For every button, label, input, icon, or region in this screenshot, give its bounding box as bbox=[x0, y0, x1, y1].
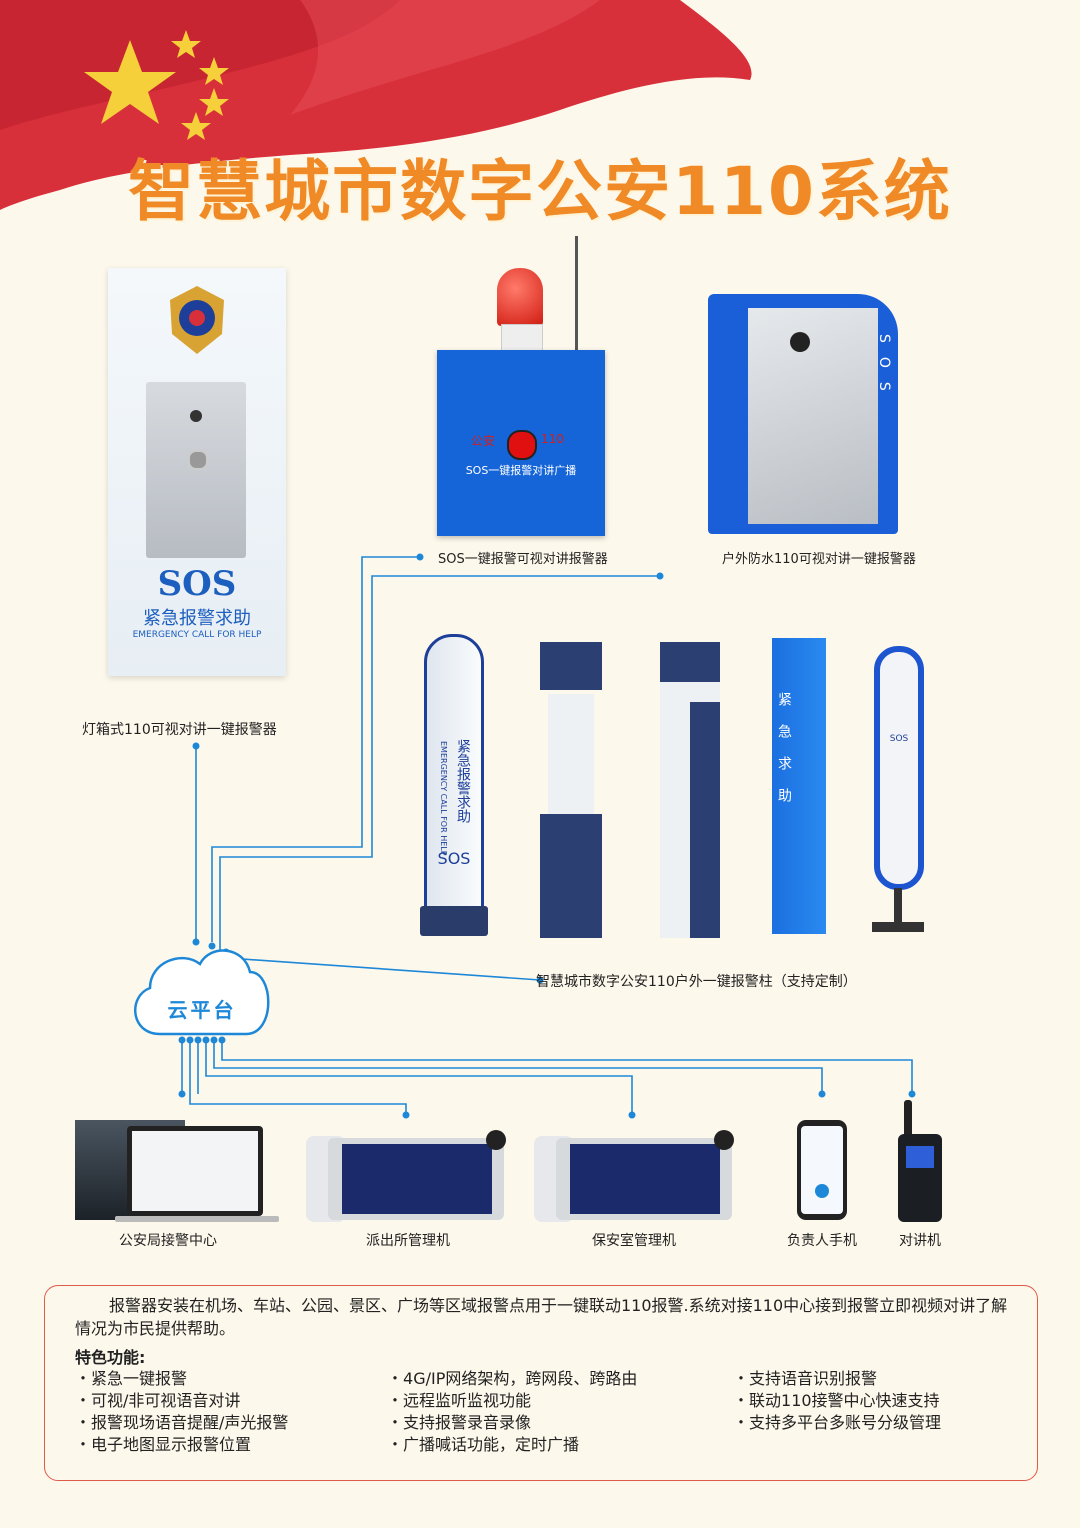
column-5-sos-text: SOS bbox=[889, 734, 909, 744]
bottom-device-2-label: 派出所管理机 bbox=[366, 1233, 450, 1249]
bottom-device-5-label: 对讲机 bbox=[899, 1233, 941, 1249]
lightbox-alarm-device: SOS 紧急报警求助 EMERGENCY CALL FOR HELP bbox=[108, 268, 286, 676]
features-column-3: 支持语音识别报警 联动110接警中心快速支持 支持多平台多账号分级管理 bbox=[733, 1368, 941, 1434]
call-button[interactable] bbox=[188, 450, 208, 470]
warning-light-icon bbox=[497, 268, 543, 326]
column-1-cn-text: 紧急报警求助 bbox=[455, 739, 471, 823]
lightbox-sos-text: SOS bbox=[157, 564, 237, 604]
feature-item: 紧急一键报警 bbox=[75, 1368, 288, 1390]
column-1-en-text: EMERGENCY CALL FOR HELP bbox=[439, 741, 448, 856]
walkie-talkie-device bbox=[896, 1100, 946, 1224]
feature-item: 报警现场语音提醒/声光报警 bbox=[75, 1412, 288, 1434]
alarm-column-1: 紧急报警求助 EMERGENCY CALL FOR HELP SOS bbox=[424, 634, 484, 914]
columns-label: 智慧城市数字公安110户外一键报警柱（支持定制） bbox=[536, 974, 857, 990]
intro-text: 报警器安装在机场、车站、公园、景区、广场等区域报警点用于一键联动110报警.系统… bbox=[75, 1296, 1008, 1338]
outdoor-alarm-device: SOS bbox=[708, 294, 898, 534]
info-box: 报警器安装在机场、车站、公园、景区、广场等区域报警点用于一键联动110报警.系统… bbox=[44, 1285, 1038, 1481]
features-column-2: 4G/IP网络架构，跨网段、跨路由 远程监听监视功能 支持报警录音录像 广播喊话… bbox=[387, 1368, 637, 1456]
column-1-sos-text: SOS bbox=[437, 849, 471, 868]
feature-item: 4G/IP网络架构，跨网段、跨路由 bbox=[387, 1368, 637, 1390]
security-manager-device bbox=[534, 1130, 744, 1224]
outdoor-label: 户外防水110可视对讲一键报警器 bbox=[722, 552, 916, 567]
broadcast-label: SOS一键报警可视对讲报警器 bbox=[438, 552, 608, 567]
police-center-image bbox=[75, 1120, 279, 1222]
mobile-phone-device bbox=[797, 1120, 847, 1220]
station-manager-device bbox=[306, 1130, 516, 1224]
features-title: 特色功能: bbox=[75, 1348, 146, 1367]
page-title: 智慧城市数字公安110系统 bbox=[128, 153, 952, 230]
flag-stars bbox=[84, 30, 229, 140]
police-emblem-icon bbox=[170, 286, 224, 354]
alarm-column-3 bbox=[660, 642, 720, 938]
broadcast-alarm-device: 公安 110 SOS一键报警对讲广播 bbox=[437, 236, 605, 536]
cloud-platform-label: 云平台 bbox=[167, 998, 237, 1022]
lightbox-en-text: EMERGENCY CALL FOR HELP bbox=[132, 630, 262, 640]
panel-right-text: 110 bbox=[541, 432, 564, 446]
feature-item: 可视/非可视语音对讲 bbox=[75, 1390, 288, 1412]
sos-red-button[interactable] bbox=[507, 430, 537, 460]
intercom-panel bbox=[146, 382, 246, 558]
bottom-device-3-label: 保安室管理机 bbox=[592, 1233, 676, 1249]
panel-left-text: 公安 bbox=[471, 434, 496, 448]
feature-item: 联动110接警中心快速支持 bbox=[733, 1390, 941, 1412]
outdoor-side-text: SOS bbox=[876, 334, 892, 405]
bottom-device-1-label: 公安局接警中心 bbox=[119, 1233, 217, 1249]
feature-item: 支持报警录音录像 bbox=[387, 1412, 637, 1434]
lightbox-cn-text: 紧急报警求助 bbox=[143, 608, 251, 629]
bottom-device-4-label: 负责人手机 bbox=[787, 1233, 857, 1249]
feature-item: 支持语音识别报警 bbox=[733, 1368, 941, 1390]
feature-item: 电子地图显示报警位置 bbox=[75, 1434, 288, 1456]
feature-item: 广播喊话功能，定时广播 bbox=[387, 1434, 637, 1456]
feature-item: 远程监听监视功能 bbox=[387, 1390, 637, 1412]
feature-item: 支持多平台多账号分级管理 bbox=[733, 1412, 941, 1434]
lightbox-label: 灯箱式110可视对讲一键报警器 bbox=[82, 722, 277, 738]
cloud-shape bbox=[134, 949, 270, 1036]
features-column-1: 紧急一键报警 可视/非可视语音对讲 报警现场语音提醒/声光报警 电子地图显示报警… bbox=[75, 1368, 288, 1456]
alarm-column-2 bbox=[540, 642, 602, 938]
alarm-column-5: SOS bbox=[874, 646, 924, 890]
panel-caption: SOS一键报警对讲广播 bbox=[465, 464, 577, 477]
column-4-cn-text: 紧急求助 bbox=[776, 692, 792, 820]
alarm-column-4: 紧急求助 bbox=[772, 638, 826, 934]
